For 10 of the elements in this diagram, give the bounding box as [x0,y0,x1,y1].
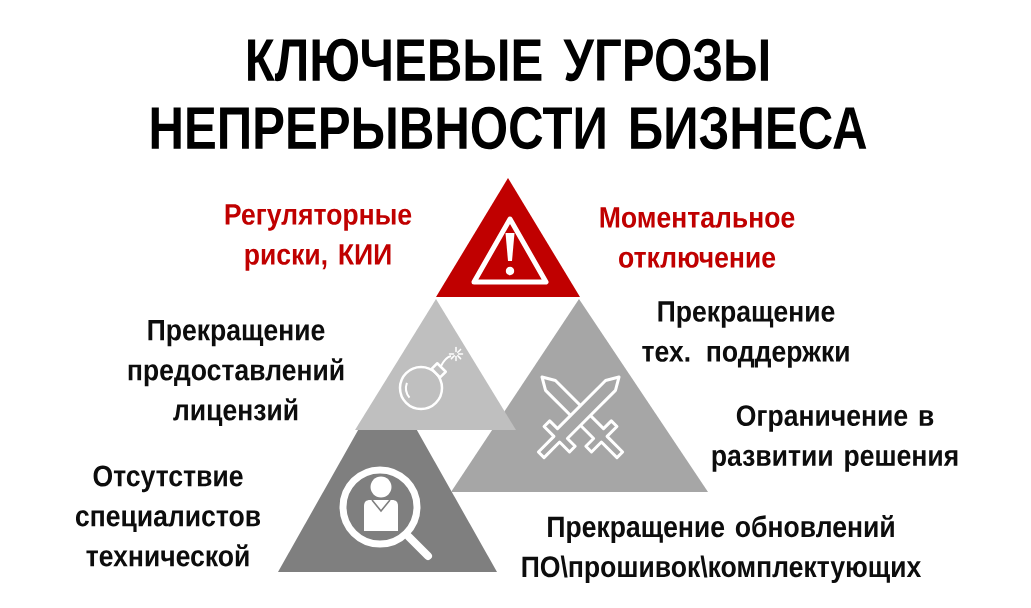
text-label: Ограничение в развитии решения [712,405,958,472]
text-label: Прекращение предоставлений лицензий [128,319,344,427]
text-label: Прекращение тех. поддержки [642,301,849,368]
text-label: Прекращение обновлений ПО\прошивок\комплектующих [522,514,922,584]
text-label: Регуляторные риски, КИИ [225,204,412,271]
triangle [355,299,516,430]
triangle [436,178,580,297]
text-label: Моментальное отключение [600,207,795,268]
text-label: Отсутствие специалистов технической [75,465,261,567]
title: КЛЮЧЕВЫЕ УГРОЗЫ НЕПРЕРЫВНОСТИ БИЗНЕСА [151,38,867,150]
